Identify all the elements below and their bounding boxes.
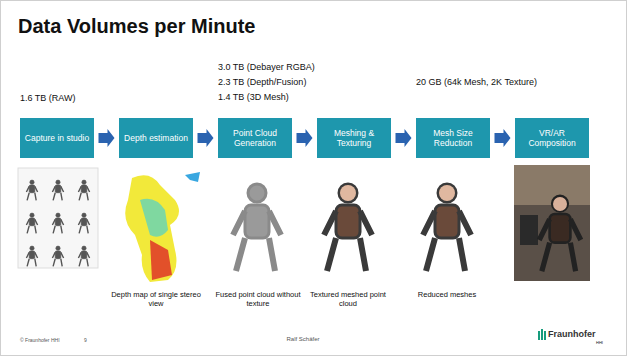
depth-map [125,172,200,282]
camera-views [18,168,98,268]
page-number: 9 [84,337,94,343]
image-caption: Reduced meshes [412,290,482,299]
slide-title: Data Volumes per Minute [18,14,255,39]
data-volume: 3.0 TB (Debayer RGBA) [218,62,368,73]
flow-arrow [198,129,214,147]
image-caption: Textured meshed point cloud [308,290,388,309]
process-box: Mesh Size Reduction [416,118,490,158]
footer-copyright: © Fraunhofer HHI [20,337,80,343]
box-label: Depth estimation [124,133,188,143]
image-caption: Fused point cloud without texture [212,290,304,309]
process-box: VR/AR Composition [515,118,589,158]
flow-arrow [495,129,511,147]
process-box: Depth estimation [119,118,193,158]
fraunhofer-logo-mark [538,329,546,340]
data-volume: 20 GB (64k Mesh, 2K Texture) [416,77,606,88]
image-caption: Depth map of single stereo view [106,290,206,309]
box-label: Mesh Size Reduction [420,128,486,148]
box-label: VR/AR Composition [519,128,585,148]
flow-arrow [396,129,412,147]
process-box: Meshing & Texturing [317,118,391,158]
flow-arrow [99,129,115,147]
logo-text: Fraunhofer [548,329,608,340]
flow-arrow [297,129,313,147]
reduced-figure [423,184,471,271]
box-label: Capture in studio [25,133,89,143]
box-label: Meshing & Texturing [321,128,387,148]
data-volume: 1.4 TB (3D Mesh) [218,92,368,103]
process-box: Capture in studio [20,118,94,158]
logo-subtext: HHI [596,340,616,345]
data-volume: 2.3 TB (Depth/Fusion) [218,77,368,88]
point-cloud-figure [233,184,281,271]
data-volume: 1.6 TB (RAW) [20,93,170,104]
process-box: Point Cloud Generation [218,118,292,158]
footer-author: Ralf Schäfer [263,336,343,344]
composition-photo [514,165,590,281]
box-label: Point Cloud Generation [222,128,288,148]
textured-figure [324,184,372,271]
